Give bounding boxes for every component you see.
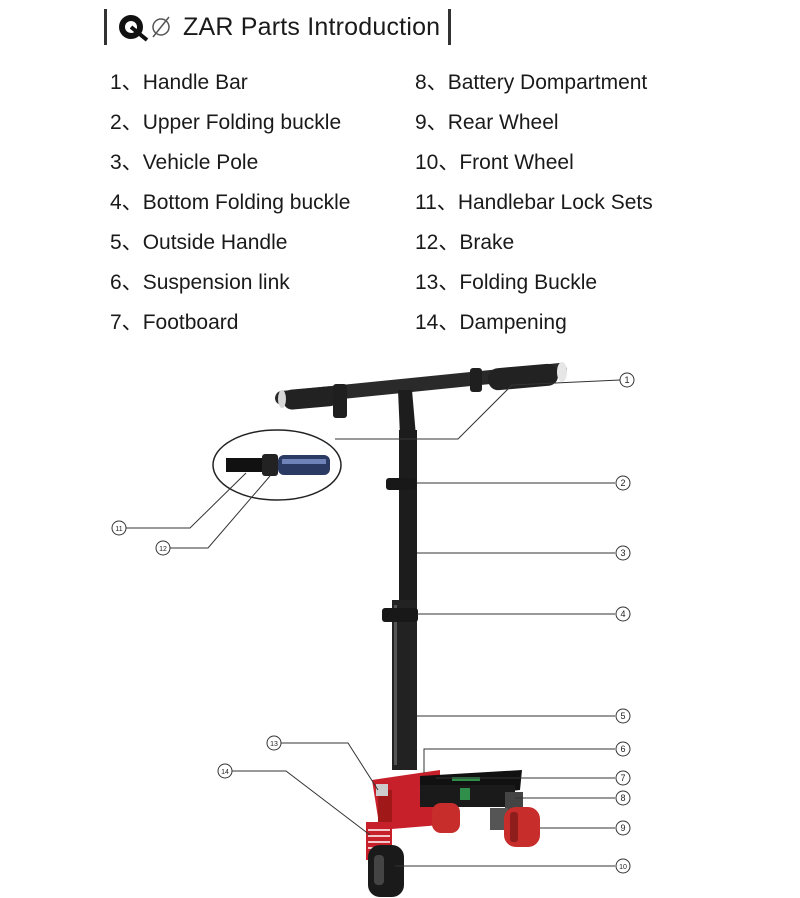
callout-9: 9 (615, 820, 631, 836)
svg-text:10: 10 (619, 864, 627, 871)
rear-wheels (432, 803, 540, 847)
brand-logo-icon (119, 15, 170, 42)
callout-6: 6 (615, 741, 631, 757)
svg-text:3: 3 (620, 548, 625, 558)
callout-3: 3 (615, 545, 631, 561)
legend-item-14: 14、Dampening (415, 311, 567, 334)
handle-bar (275, 362, 567, 436)
legend-item-8: 8、Battery Dompartment (415, 71, 648, 94)
legend-item-12: 12、Brake (415, 231, 515, 254)
callout-12: 12 (155, 540, 171, 556)
callout-1: 1 (619, 372, 635, 388)
page-title: ZAR Parts Introduction (183, 12, 441, 41)
callout-13: 13 (266, 735, 282, 751)
callout-11: 11 (111, 520, 127, 536)
svg-text:12: 12 (159, 546, 167, 553)
svg-text:7: 7 (620, 773, 625, 783)
front-wheel (368, 845, 404, 897)
callout-5: 5 (615, 708, 631, 724)
legend-item-1: 1、Handle Bar (110, 71, 248, 94)
svg-text:8: 8 (620, 793, 625, 803)
callout-10: 10 (615, 858, 631, 874)
vehicle-pole (382, 430, 418, 770)
legend-item-6: 6、Suspension link (110, 271, 290, 294)
title-left-divider (104, 9, 107, 45)
legend-item-2: 2、Upper Folding buckle (110, 111, 342, 134)
callouts: 1 2 3 4 5 6 7 8 9 10 11 12 13 14 (111, 372, 635, 874)
svg-text:4: 4 (620, 609, 625, 619)
legend-item-9: 9、Rear Wheel (415, 111, 559, 134)
legend-item-13: 13、Folding Buckle (415, 271, 598, 294)
legend-item-4: 4、Bottom Folding buckle (110, 191, 351, 214)
legend-item-3: 3、Vehicle Pole (110, 151, 259, 174)
legend-item-11: 11、Handlebar Lock Sets (415, 191, 653, 214)
callout-8: 8 (615, 790, 631, 806)
legend-item-7: 7、Footboard (110, 311, 239, 334)
title-bar: ZAR Parts Introduction (104, 8, 452, 46)
title-right-divider (448, 9, 452, 45)
svg-text:2: 2 (620, 478, 625, 488)
svg-text:5: 5 (620, 711, 625, 721)
svg-text:6: 6 (620, 744, 625, 754)
legend-item-5: 5、Outside Handle (110, 231, 288, 254)
callout-4: 4 (615, 606, 631, 622)
svg-text:14: 14 (221, 769, 229, 776)
callout-7: 7 (615, 770, 631, 786)
leader-lines (126, 379, 621, 867)
callout-2: 2 (615, 475, 631, 491)
svg-text:11: 11 (115, 526, 122, 533)
svg-text:13: 13 (270, 741, 278, 748)
svg-text:1: 1 (624, 375, 629, 385)
callout-14: 14 (217, 763, 233, 779)
handlebar-lock-zoom (212, 429, 342, 501)
legend-item-10: 10、Front Wheel (415, 151, 574, 174)
svg-text:9: 9 (620, 823, 625, 833)
